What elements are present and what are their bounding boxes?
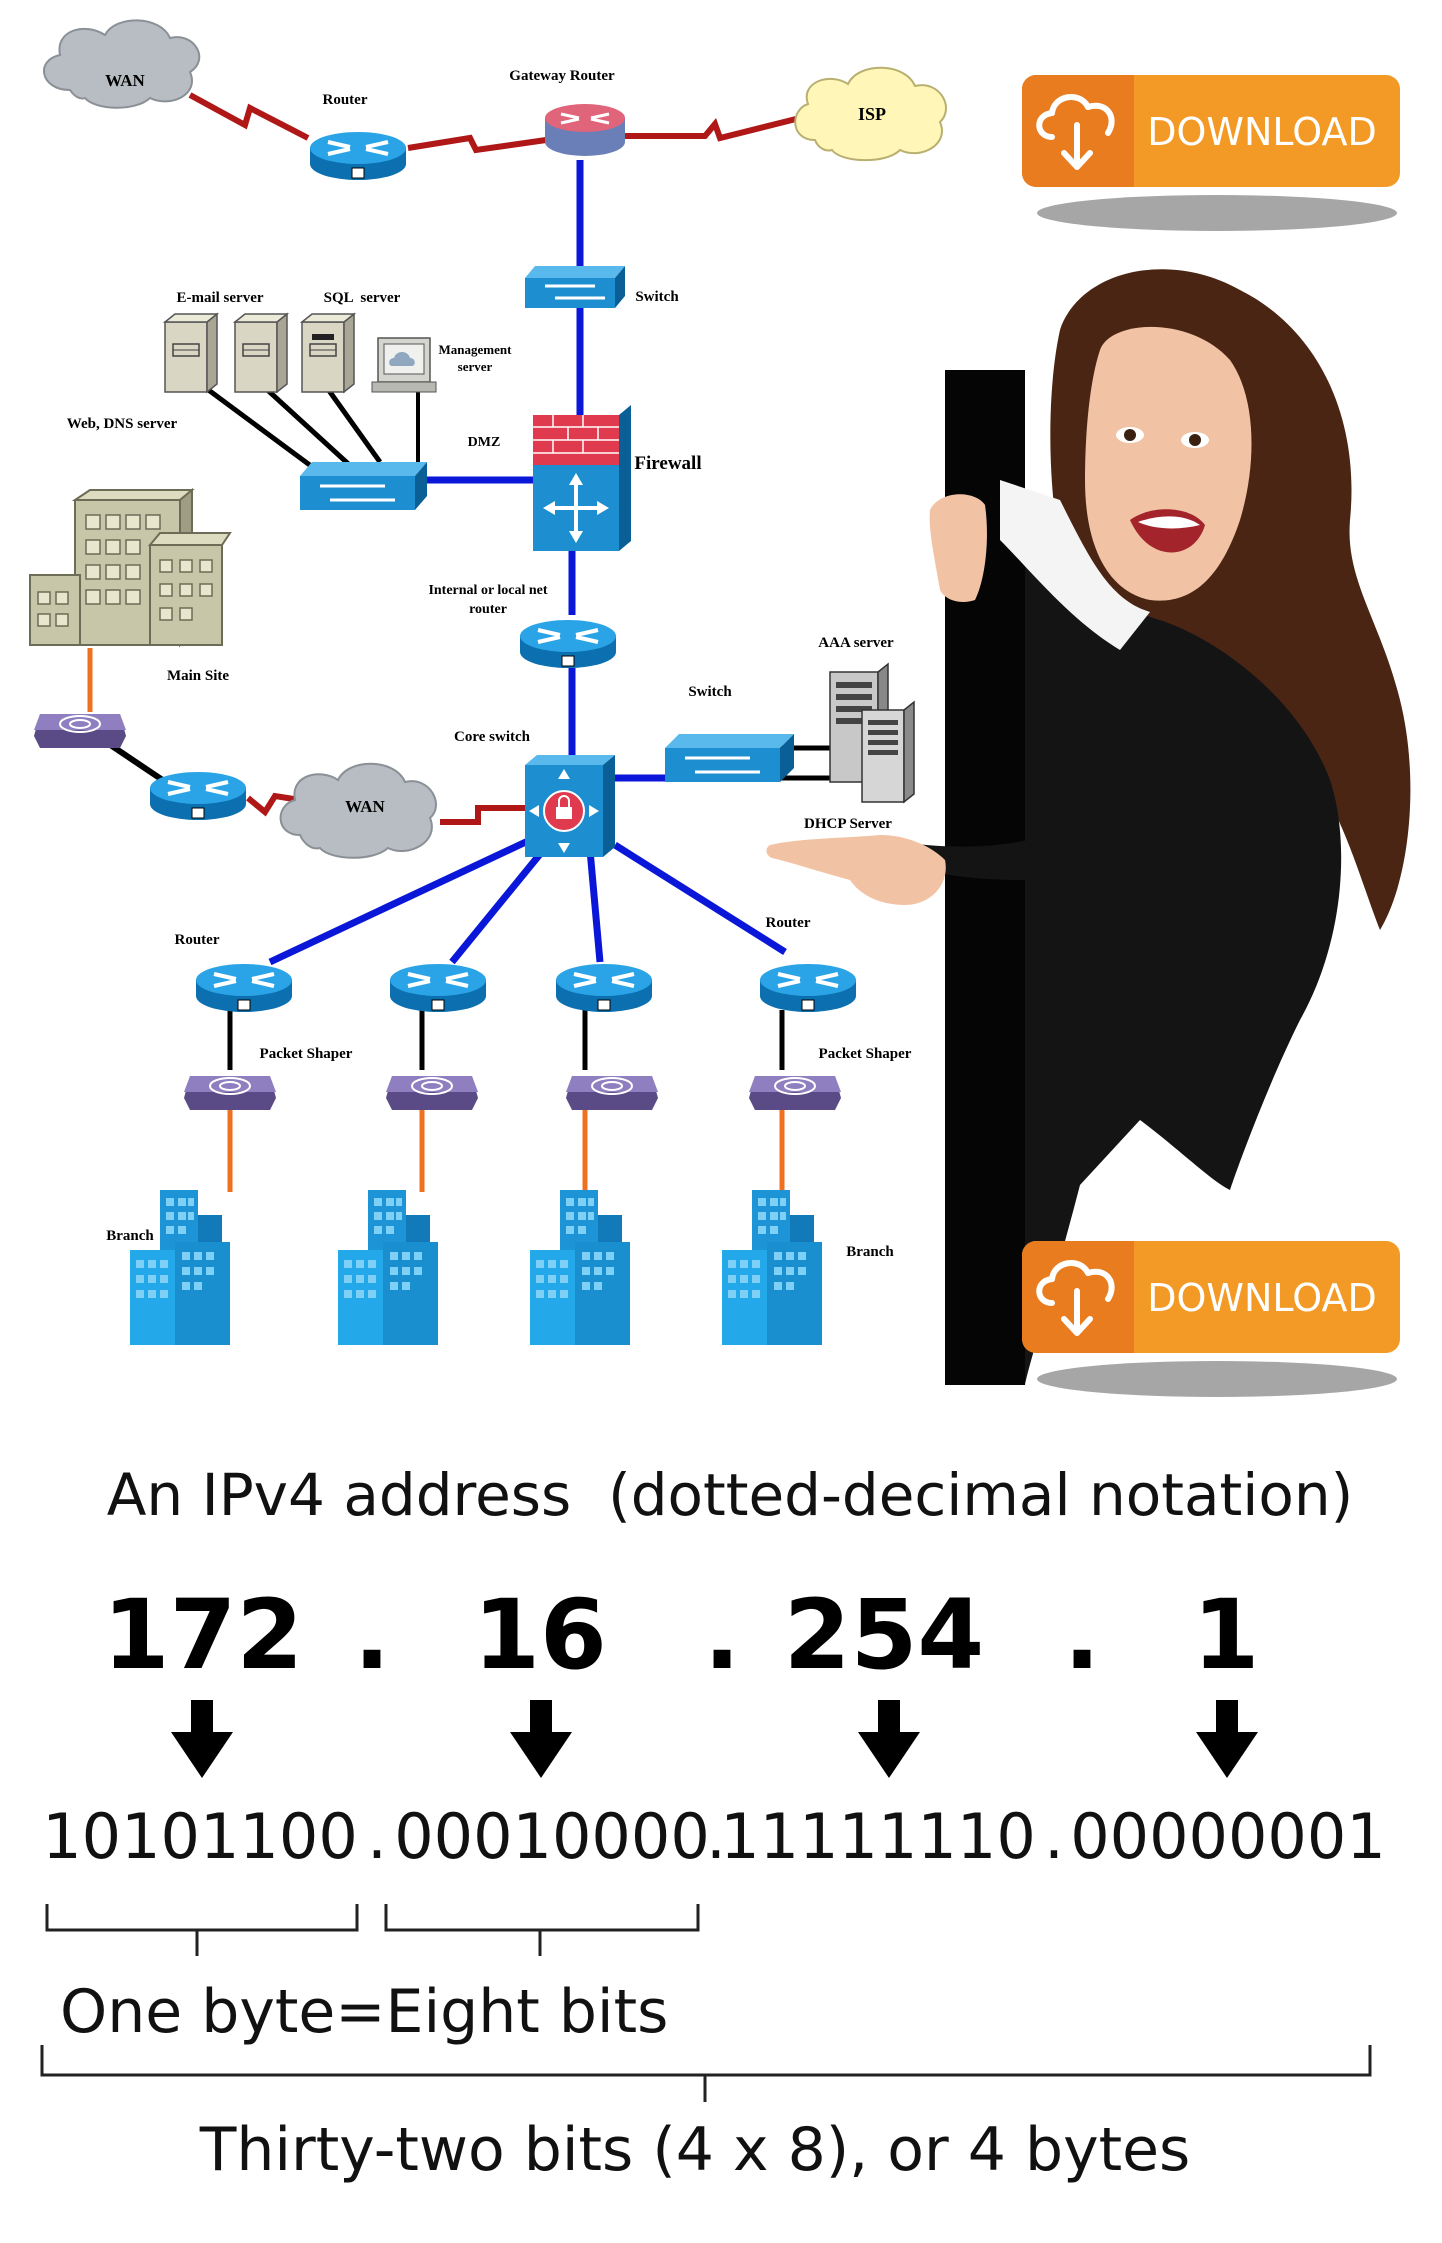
octet-decimal-4: 1	[1193, 1579, 1260, 1691]
link-gateway-isp	[610, 118, 800, 138]
branch-building-2	[338, 1190, 438, 1345]
switch-mid-label: Switch	[688, 684, 732, 700]
dmz-switch	[300, 462, 427, 510]
download-button-bottom[interactable]: DOWNLOAD	[1022, 1241, 1400, 1397]
gateway-router	[545, 104, 625, 156]
core-switch	[525, 755, 615, 857]
link-sql-dmz	[262, 385, 355, 470]
wan-cloud-mid: WAN	[281, 764, 436, 858]
dhcp-server	[862, 702, 914, 802]
download-button-top[interactable]: DOWNLOAD	[1022, 75, 1400, 231]
arrow-down-icon	[171, 1700, 233, 1778]
internal-router-label-line1: Internal or local net	[428, 583, 547, 598]
branch-building-1	[130, 1190, 230, 1345]
octet-binary-3: 11111110	[720, 1800, 1036, 1873]
total-bits-label: Thirty-two bits (4 x 8), or 4 bytes	[199, 2115, 1191, 2185]
total-bracket	[42, 2045, 1370, 2102]
web-dns-server-label: Web, DNS server	[67, 416, 178, 432]
link-router-gateway	[408, 138, 560, 150]
network-diagram: WAN Router Gateway Router ISP Switch	[30, 20, 946, 1345]
internal-router	[520, 620, 616, 668]
isp-cloud: ISP	[795, 68, 946, 160]
core-switch-label: Core switch	[454, 729, 531, 745]
wan-mid-label: WAN	[345, 797, 385, 816]
binary-dot-1: .	[367, 1800, 387, 1873]
packet-shaper-right-label: Packet Shaper	[819, 1046, 912, 1062]
branch-router-1	[196, 964, 292, 1012]
branch-right-label: Branch	[846, 1244, 894, 1260]
download-top-label: DOWNLOAD	[1147, 110, 1376, 154]
binary-dot-3: .	[1044, 1800, 1064, 1873]
arrow-down-icon	[1196, 1700, 1258, 1778]
packet-shaper-2	[386, 1076, 478, 1110]
byte-bracket-2	[386, 1904, 698, 1956]
octet-dot-2: .	[704, 1579, 740, 1691]
dmz-label: DMZ	[468, 435, 501, 450]
arrow-down-icon	[510, 1700, 572, 1778]
link-core-wan	[440, 808, 525, 822]
email-server	[165, 314, 217, 392]
byte-label: One byte=Eight bits	[60, 1977, 668, 2047]
octet-binary-2: 00010000	[394, 1800, 710, 1873]
octet-decimal-1: 172	[103, 1579, 303, 1691]
download-bottom-label: DOWNLOAD	[1147, 1276, 1376, 1320]
octet-decimal-2: 16	[473, 1579, 607, 1691]
router-left-label: Router	[175, 932, 220, 948]
main-site-building	[30, 490, 230, 645]
branch-building-4	[722, 1190, 822, 1345]
link-wan-router	[190, 95, 308, 138]
web-dns-server	[302, 314, 354, 392]
octet-binary-1: 10101100	[42, 1800, 358, 1873]
switch-top	[525, 266, 625, 308]
firewall	[533, 405, 631, 551]
link-core-router-3	[590, 850, 600, 962]
packet-shaper-1	[184, 1076, 276, 1110]
email-server-label: E-mail server	[176, 290, 263, 306]
wan-cloud-top: WAN	[44, 20, 199, 107]
packet-shaper-left-label: Packet Shaper	[260, 1046, 353, 1062]
wan-top-label: WAN	[105, 71, 145, 90]
octet-binary-4: 00000001	[1070, 1800, 1386, 1873]
isp-label: ISP	[858, 104, 886, 124]
switch-mid	[665, 734, 794, 782]
firewall-label: Firewall	[634, 453, 701, 474]
gateway-router-label: Gateway Router	[509, 68, 615, 84]
link-core-router-2	[452, 848, 545, 962]
dhcp-server-label: DHCP Server	[804, 816, 892, 832]
management-server-label-line1: Management	[439, 342, 513, 357]
main-site-label: Main Site	[167, 668, 229, 684]
router-top-label: Router	[323, 92, 368, 108]
switch-top-label: Switch	[635, 289, 679, 305]
branch-router-3	[556, 964, 652, 1012]
octet-dot-3: .	[1064, 1579, 1100, 1691]
arrow-down-icon	[858, 1700, 920, 1778]
branch-building-3	[530, 1190, 630, 1345]
aaa-server-label: AAA server	[818, 635, 894, 651]
packet-shaper-3	[566, 1076, 658, 1110]
branch-left-label: Branch	[106, 1228, 154, 1244]
branch-router-4	[760, 964, 856, 1012]
branch-router-2	[390, 964, 486, 1012]
router-top	[310, 132, 406, 180]
person-hand-pointing	[766, 835, 945, 905]
router-right-label: Router	[766, 915, 811, 931]
ipv4-diagram: An IPv4 address (dotted-decimal notation…	[42, 1461, 1386, 2185]
internal-router-label-line2: router	[469, 602, 507, 617]
ipv4-title: An IPv4 address (dotted-decimal notation…	[107, 1461, 1354, 1529]
packet-shaper-4	[749, 1076, 841, 1110]
sql-server	[235, 314, 287, 392]
link-core-router-1	[270, 840, 530, 962]
management-server	[372, 338, 436, 392]
byte-bracket-1	[47, 1904, 357, 1956]
main-site-packet-shaper	[34, 714, 126, 748]
management-server-label-line2: server	[458, 359, 493, 374]
person-hand-top	[930, 494, 987, 602]
octet-dot-1: .	[354, 1579, 390, 1691]
main-site-router	[150, 772, 246, 820]
octet-decimal-3: 254	[784, 1579, 984, 1691]
link-core-router-4	[615, 845, 785, 952]
sql-server-label: SQL server	[324, 290, 401, 306]
